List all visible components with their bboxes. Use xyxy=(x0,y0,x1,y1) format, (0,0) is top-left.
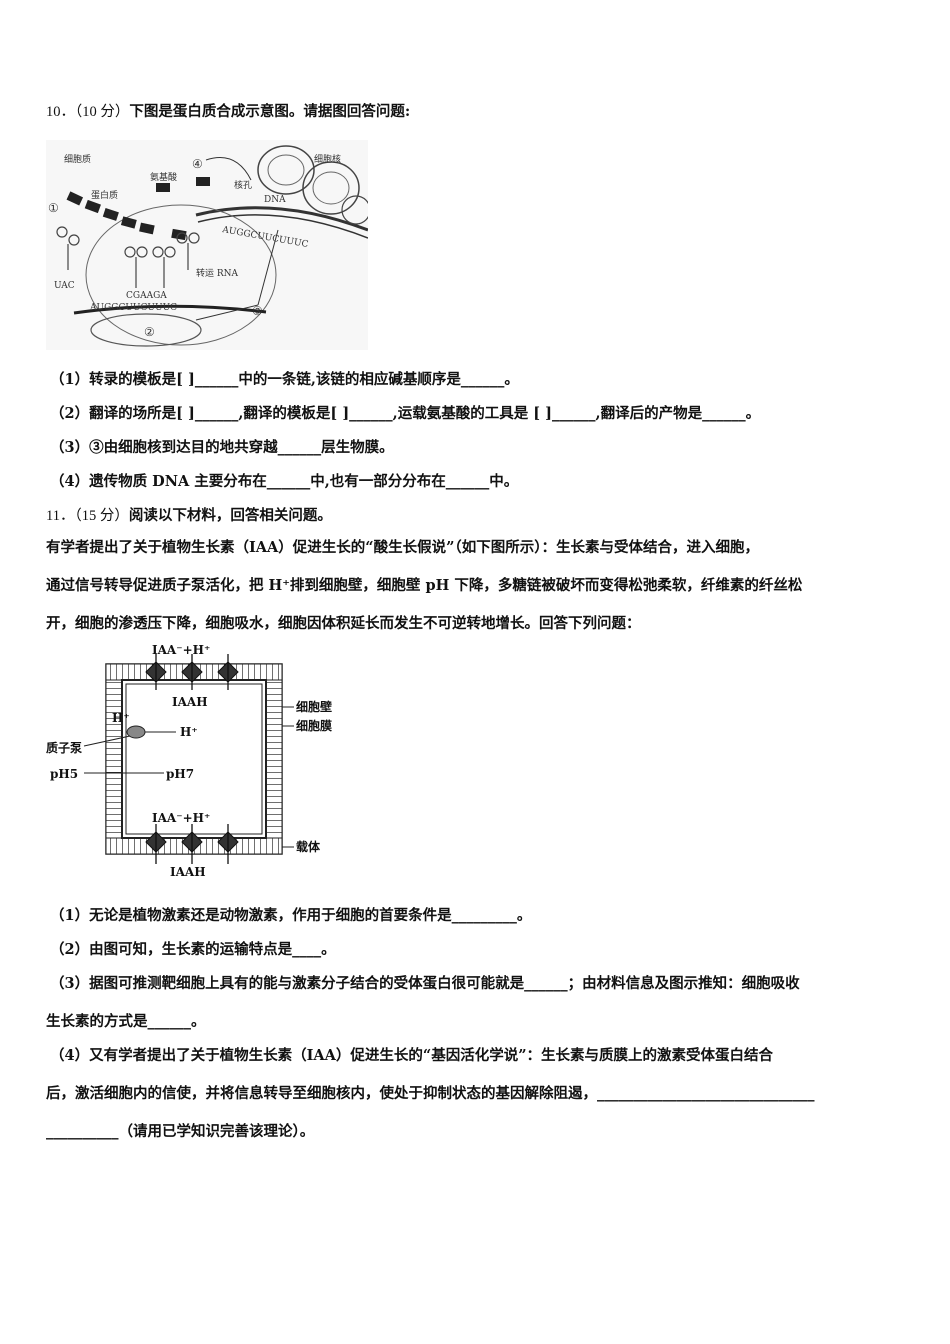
acid-growth-svg: IAA⁻+H⁺ IAAH H⁺ H⁺ 质子泵 pH5 pH7 细胞壁 细胞膜 I… xyxy=(46,643,332,879)
q11-item-1: （1）无论是植物激素还是动物激素，作用于细胞的首要条件是_________。 xyxy=(50,907,532,924)
label-iaa-bottom: IAA⁻+H⁺ xyxy=(152,811,210,825)
q11-paragraph-line-1: 有学者提出了关于植物生长素（IAA）促进生长的“酸生长假说”（如下图所示）：生长… xyxy=(46,539,759,556)
label-ph5: pH5 xyxy=(50,767,78,781)
q10-header: 10．（10 分）下图是蛋白质合成示意图。请据图回答问题: xyxy=(46,102,410,122)
q10-item-4: （4）遗传物质 DNA 主要分布在______中,也有一部分分布在______中… xyxy=(50,473,519,490)
q10-item-3: （3）③由细胞核到达目的地共穿越______层生物膜。 xyxy=(50,439,394,456)
label-cell-wall: 细胞壁 xyxy=(296,699,332,714)
q11-item-4-end: __________（请用已学知识完善该理论）。 xyxy=(46,1123,315,1140)
q10-number: 10．（10 分） xyxy=(46,104,130,120)
label-iaah-bottom: IAAH xyxy=(170,865,206,879)
protein-synthesis-svg: 细胞质 蛋白质 氨基酸 细胞核 核孔 DNA 转运 RNA UAC CGAAGA… xyxy=(46,140,371,350)
q11-header: 11．（15 分）阅读以下材料，回答相关问题。 xyxy=(46,506,332,526)
label-carrier: 载体 xyxy=(296,839,321,854)
label-amino-acid: 氨基酸 xyxy=(150,171,177,183)
label-ph7: pH7 xyxy=(166,767,194,781)
marker-2: ② xyxy=(144,325,155,339)
label-mrna-bottom: AUGGCUUCUUUC xyxy=(89,303,177,313)
q11-number: 11．（15 分） xyxy=(46,508,129,524)
q11-item-4: （4）又有学者提出了关于植物生长素（IAA）促进生长的“基因活化学说”：生长素与… xyxy=(50,1047,774,1064)
q11-prompt: 阅读以下材料，回答相关问题。 xyxy=(128,507,332,524)
label-iaah-top: IAAH xyxy=(172,695,208,709)
marker-4: ④ xyxy=(192,157,203,171)
label-codon-pair: CGAAGA xyxy=(126,291,167,301)
label-h-in: H⁺ xyxy=(180,725,198,739)
protein-synthesis-figure: 细胞质 蛋白质 氨基酸 细胞核 核孔 DNA 转运 RNA UAC CGAAGA… xyxy=(46,140,371,350)
label-iaa-top: IAA⁻+H⁺ xyxy=(152,643,210,657)
label-proton-pump: 质子泵 xyxy=(46,740,82,755)
marker-3: ③ xyxy=(252,304,263,318)
label-trna: 转运 RNA xyxy=(196,267,239,279)
q10-item-2: （2）翻译的场所是[ ]______,翻译的模板是[ ]______,运载氨基酸… xyxy=(50,405,761,422)
label-cytoplasm: 细胞质 xyxy=(64,153,91,165)
q11-item-3-cont: 生长素的方式是______。 xyxy=(46,1013,206,1030)
q11-item-4-cont: 后，激活细胞内的信使，并将信息转导至细胞核内，使处于抑制状态的基因解除阻遏，__… xyxy=(46,1085,815,1102)
label-nucleus: 细胞核 xyxy=(314,153,341,165)
q11-paragraph-line-2: 通过信号转导促进质子泵活化，把 H⁺排到细胞壁，细胞壁 pH 下降，多糖链被破坏… xyxy=(46,577,803,594)
q11-item-2: （2）由图可知，生长素的运输特点是____。 xyxy=(50,941,336,958)
label-anticodon: UAC xyxy=(54,281,75,291)
label-cell-membrane: 细胞膜 xyxy=(296,718,332,733)
q10-item-1: （1）转录的模板是[ ]______中的一条链,该链的相应碱基顺序是______… xyxy=(50,371,519,388)
label-h-out: H⁺ xyxy=(112,711,130,725)
acid-growth-figure: IAA⁻+H⁺ IAAH H⁺ H⁺ 质子泵 pH5 pH7 细胞壁 细胞膜 I… xyxy=(44,640,364,880)
q11-item-3: （3）据图可推测靶细胞上具有的能与激素分子结合的受体蛋白很可能就是______；… xyxy=(50,975,800,992)
label-pore: 核孔 xyxy=(234,179,252,191)
q10-prompt: 下图是蛋白质合成示意图。请据图回答问题: xyxy=(129,103,411,120)
label-protein: 蛋白质 xyxy=(91,189,118,201)
q11-paragraph-line-3: 开，细胞的渗透压下降，细胞吸水，细胞因体积延长而发生不可逆转地增长。回答下列问题… xyxy=(46,615,641,632)
marker-1: ① xyxy=(48,201,59,215)
label-dna: DNA xyxy=(264,195,286,205)
